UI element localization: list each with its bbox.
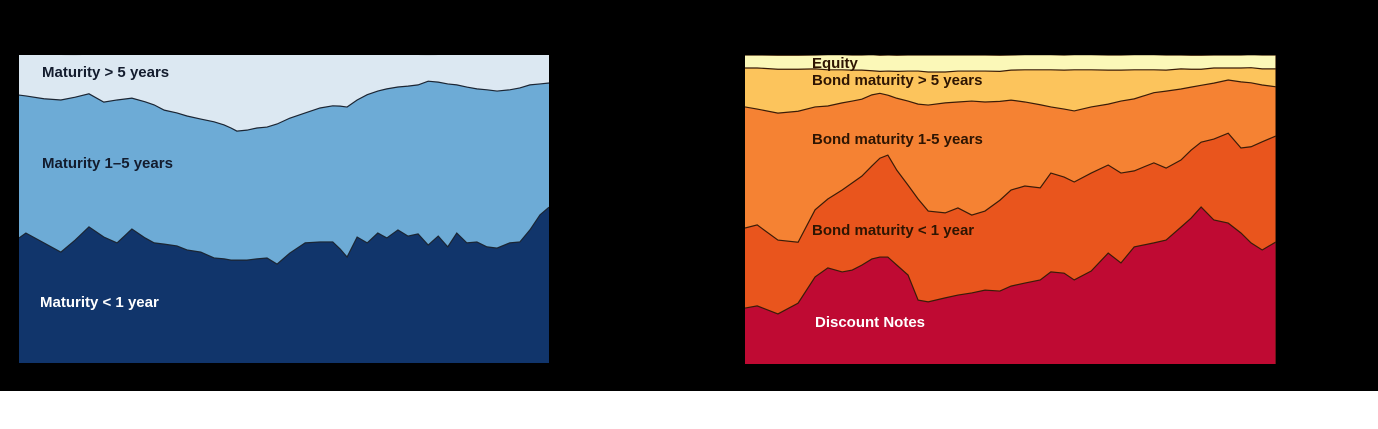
maturity-chart-plot-area	[19, 55, 549, 363]
bond-stacked-area-chart: Equity Bond maturity > 5 years Bond matu…	[745, 55, 1276, 364]
maturity-stacked-area-chart: Maturity > 5 years Maturity 1–5 years Ma…	[19, 55, 549, 363]
bottom-white-strip	[0, 391, 1378, 429]
bond-chart-plot-area	[745, 55, 1276, 364]
